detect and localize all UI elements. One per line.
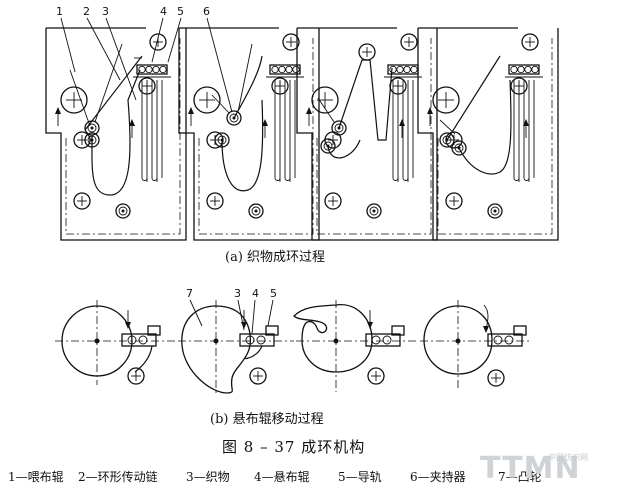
callout-b-3: 3: [234, 287, 241, 300]
callout-3: 3: [102, 5, 109, 18]
caption-a: (a) 织物成环过程: [225, 250, 326, 265]
callout-7: 7: [186, 287, 193, 300]
panel-a1: [46, 28, 186, 240]
watermark-logo: TTMN: [480, 451, 581, 486]
legend-item-feed-roll: 1—喂布辊: [8, 470, 64, 484]
legend-item-chain: 2—环形传动链: [78, 470, 158, 484]
legend-item-hanging-roll: 4—悬布辊: [254, 470, 310, 484]
cam-stage-1: [55, 300, 175, 385]
callout-1: 1: [56, 5, 63, 18]
cam-stage-3: [293, 300, 418, 392]
callout-6: 6: [203, 5, 210, 18]
callout-leaders-a: [60, 17, 233, 113]
callout-2: 2: [83, 5, 90, 18]
legend: 1—喂布辊 2—环形传动链 3—织物 4—悬布辊 5—导轨 6—夹持器 7—凸轮: [8, 468, 608, 488]
panel-a2: [179, 28, 319, 240]
callout-labels-a: 1 2 3 4 5 6: [56, 5, 210, 18]
callout-4: 4: [160, 5, 167, 18]
callout-5: 5: [177, 5, 184, 18]
cam-stage-2: [178, 300, 294, 395]
panel-a4: [418, 28, 558, 240]
callout-b-5: 5: [270, 287, 277, 300]
legend-item-rail: 5—导轨: [338, 470, 382, 484]
callout-b-4: 4: [252, 287, 259, 300]
callout-leaders-b: [189, 299, 274, 335]
figure-title: 图 8 – 37 成环机构: [222, 438, 366, 456]
callout-labels-b: 7 3 4 5: [186, 287, 277, 300]
legend-item-fabric: 3—织物: [186, 470, 230, 484]
watermark-subtext: 中国纺织网: [548, 453, 588, 462]
legend-item-clamp: 6—夹持器: [410, 470, 466, 484]
panel-a3: [297, 28, 437, 240]
cam-stage-4: [420, 300, 530, 390]
caption-b: (b) 悬布辊移动过程: [210, 412, 324, 427]
legend-item-cam: 7—凸轮: [498, 470, 542, 484]
